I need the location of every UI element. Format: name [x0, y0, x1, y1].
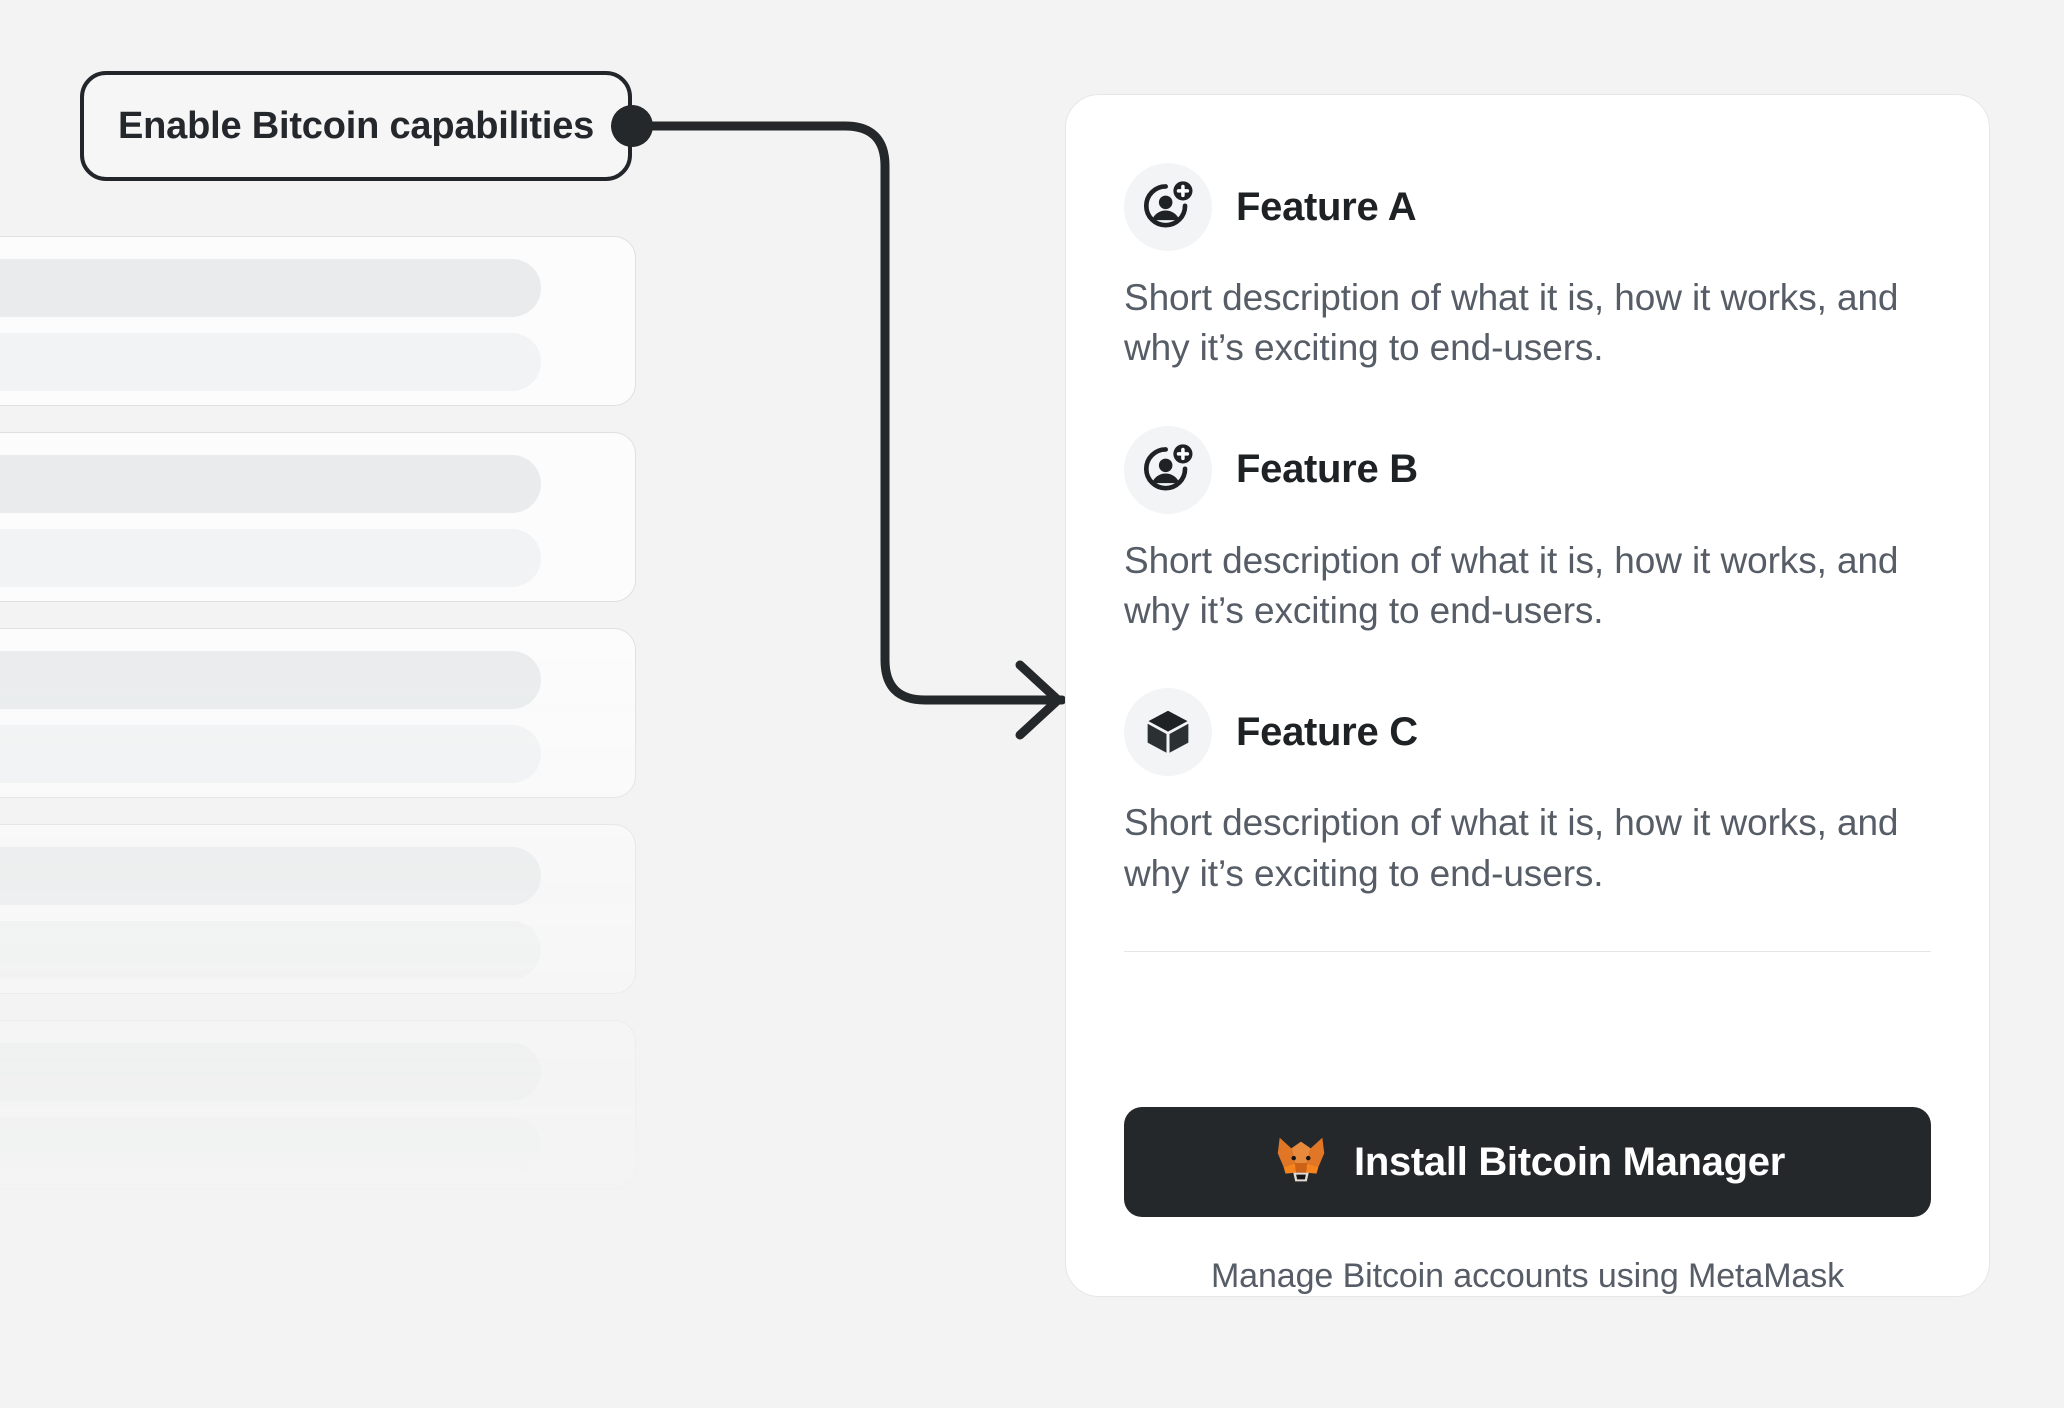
- feature-description: Short description of what it is, how it …: [1124, 277, 1899, 369]
- skeleton-bar-primary: [0, 1043, 541, 1101]
- feature-description: Short description of what it is, how it …: [1124, 802, 1899, 894]
- skeleton-bar-secondary: [0, 333, 541, 391]
- skeleton-bar-secondary: [0, 921, 541, 979]
- skeleton-card: [0, 432, 636, 602]
- feature-title: Feature A: [1236, 184, 1417, 229]
- feature-item: Feature C Short description of what it i…: [1124, 688, 1931, 899]
- skeleton-placeholder-column: [0, 236, 640, 1408]
- feature-title: Feature B: [1236, 447, 1418, 492]
- install-button-label: Install Bitcoin Manager: [1354, 1139, 1785, 1184]
- skeleton-bar-secondary: [0, 529, 541, 587]
- feature-header: Feature C: [1124, 688, 1931, 777]
- skeleton-bar-primary: [0, 259, 541, 317]
- user-plus-icon: [1124, 163, 1212, 251]
- skeleton-card: [0, 236, 636, 406]
- skeleton-card: [0, 628, 636, 798]
- metamask-fox-icon: [1270, 1130, 1332, 1195]
- features-list: Feature A Short description of what it i…: [1066, 95, 1989, 1041]
- bitcoin-capabilities-card: Feature A Short description of what it i…: [1065, 94, 1990, 1297]
- skeleton-bar-primary: [0, 455, 541, 513]
- skeleton-bar-primary: [0, 847, 541, 905]
- annotation-label-pill: Enable Bitcoin capabilities: [80, 71, 633, 181]
- cube-icon: [1124, 688, 1212, 777]
- skeleton-bar-secondary: [0, 725, 541, 783]
- skeleton-bar-secondary: [0, 1117, 541, 1175]
- feature-item: Feature A Short description of what it i…: [1124, 163, 1931, 374]
- card-divider: [1124, 950, 1931, 952]
- skeleton-card: [0, 1020, 636, 1190]
- feature-title: Feature C: [1236, 709, 1418, 754]
- annotation-label-text: Enable Bitcoin capabilities: [118, 104, 595, 147]
- feature-item: Feature B Short description of what it i…: [1124, 425, 1931, 637]
- footer-caption: Manage Bitcoin accounts using MetaMask: [1210, 1257, 1845, 1295]
- user-plus-icon: [1124, 425, 1212, 514]
- feature-description: Short description of what it is, how it …: [1124, 539, 1899, 631]
- card-footer: Install Bitcoin Manager Manage Bitcoin a…: [1066, 1041, 1989, 1296]
- skeleton-bar-primary: [0, 651, 541, 709]
- feature-header: Feature A: [1124, 163, 1931, 251]
- install-bitcoin-manager-button[interactable]: Install Bitcoin Manager: [1124, 1107, 1931, 1217]
- skeleton-card: [0, 824, 636, 994]
- feature-header: Feature B: [1124, 425, 1931, 514]
